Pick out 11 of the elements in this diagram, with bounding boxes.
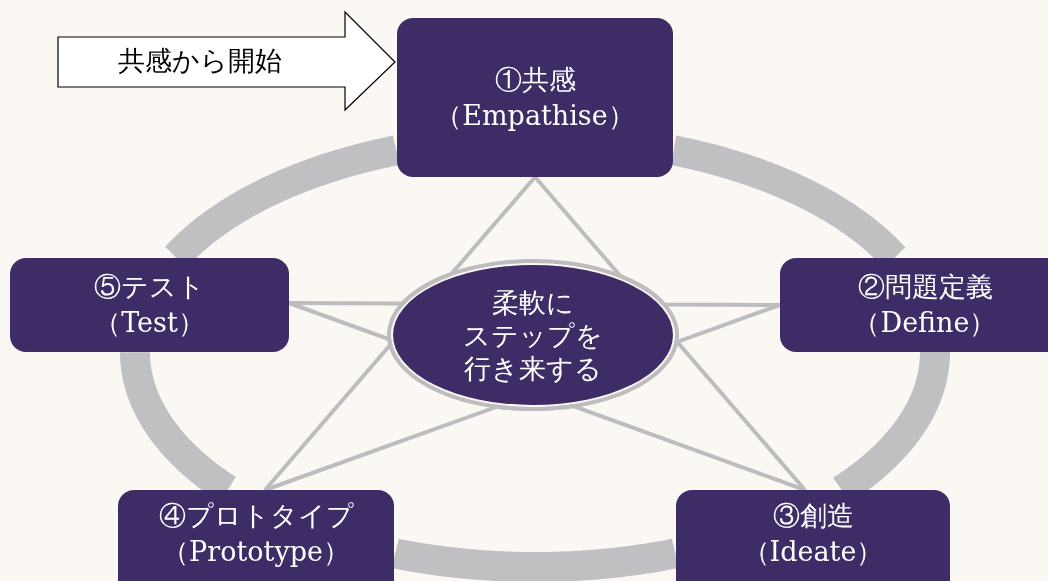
empathise-box: ①共感 （Empathise） <box>397 18 673 177</box>
define-box: ②問題定義 （Define） <box>780 258 1048 352</box>
block-arrow <box>57 10 396 112</box>
prototype-box: ④プロトタイプ （Prototype） <box>118 490 394 581</box>
star-line <box>533 175 807 492</box>
center-ellipse: 柔軟にステップを行き来する <box>393 265 673 405</box>
star-line <box>263 175 537 492</box>
edge-label: 共感から開始 <box>118 45 282 77</box>
star-line <box>289 259 780 307</box>
test-box: ⑤テスト （Test） <box>10 258 289 352</box>
ideate-box: ③創造 （Ideate） <box>676 490 950 581</box>
